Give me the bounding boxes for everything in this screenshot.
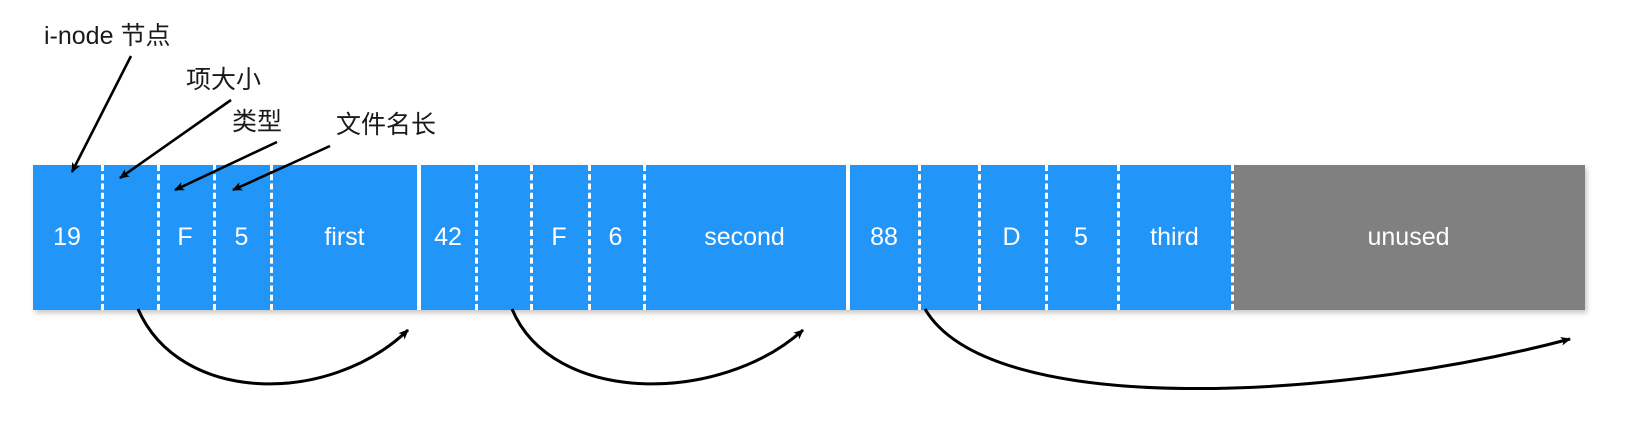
entry-3-separator-2 bbox=[978, 165, 981, 310]
entry-2-separator-2 bbox=[530, 165, 533, 310]
entry-1-separator-3 bbox=[213, 165, 216, 310]
entry-3-field-type: D bbox=[978, 165, 1045, 310]
entry-2-separator-1 bbox=[475, 165, 478, 310]
entry-1-separator-1 bbox=[101, 165, 104, 310]
entry-2-field-inode: 42 bbox=[421, 165, 475, 310]
entry-2-field-name-len: 6 bbox=[588, 165, 643, 310]
entry-boundary-2 bbox=[846, 165, 850, 310]
entry-1-field-inode: 19 bbox=[33, 165, 101, 310]
entry-3-separator-1 bbox=[918, 165, 921, 310]
entry-2-separator-4 bbox=[643, 165, 646, 310]
entry-boundary-1 bbox=[417, 165, 421, 310]
callout-label-name-len: 文件名长 bbox=[336, 111, 437, 139]
entry-2-separator-3 bbox=[588, 165, 591, 310]
callout-arrow-inode bbox=[70, 55, 133, 173]
link-arrow-entry-2-to-entry-3 bbox=[510, 308, 805, 386]
entry-3-field-inode: 88 bbox=[850, 165, 918, 310]
link-arrow-entry-3-to-unused bbox=[923, 308, 1571, 391]
callout-label-entry-size: 项大小 bbox=[186, 66, 262, 94]
entry-2-field-entry-size bbox=[475, 165, 530, 310]
entry-2-field-filename: second bbox=[643, 165, 846, 310]
link-arrow-entry-1-to-entry-2 bbox=[136, 308, 410, 386]
entry-1-separator-2 bbox=[157, 165, 160, 310]
unused-region: unused bbox=[1232, 165, 1585, 310]
callout-label-inode: i-node 节点 bbox=[44, 22, 171, 50]
entry-1-field-entry-size bbox=[101, 165, 157, 310]
entry-1-field-type: F bbox=[157, 165, 213, 310]
entry-3-field-filename: third bbox=[1117, 165, 1232, 310]
entry-2-field-type: F bbox=[530, 165, 588, 310]
unused-boundary bbox=[1231, 165, 1234, 310]
entry-1-separator-4 bbox=[270, 165, 273, 310]
entry-3-separator-3 bbox=[1045, 165, 1048, 310]
entry-1-field-name-len: 5 bbox=[213, 165, 270, 310]
entry-3-field-name-len: 5 bbox=[1045, 165, 1117, 310]
entry-3-field-entry-size bbox=[918, 165, 978, 310]
entry-1-field-filename: first bbox=[270, 165, 419, 310]
entry-3-separator-4 bbox=[1117, 165, 1120, 310]
callout-label-type: 类型 bbox=[232, 108, 283, 136]
